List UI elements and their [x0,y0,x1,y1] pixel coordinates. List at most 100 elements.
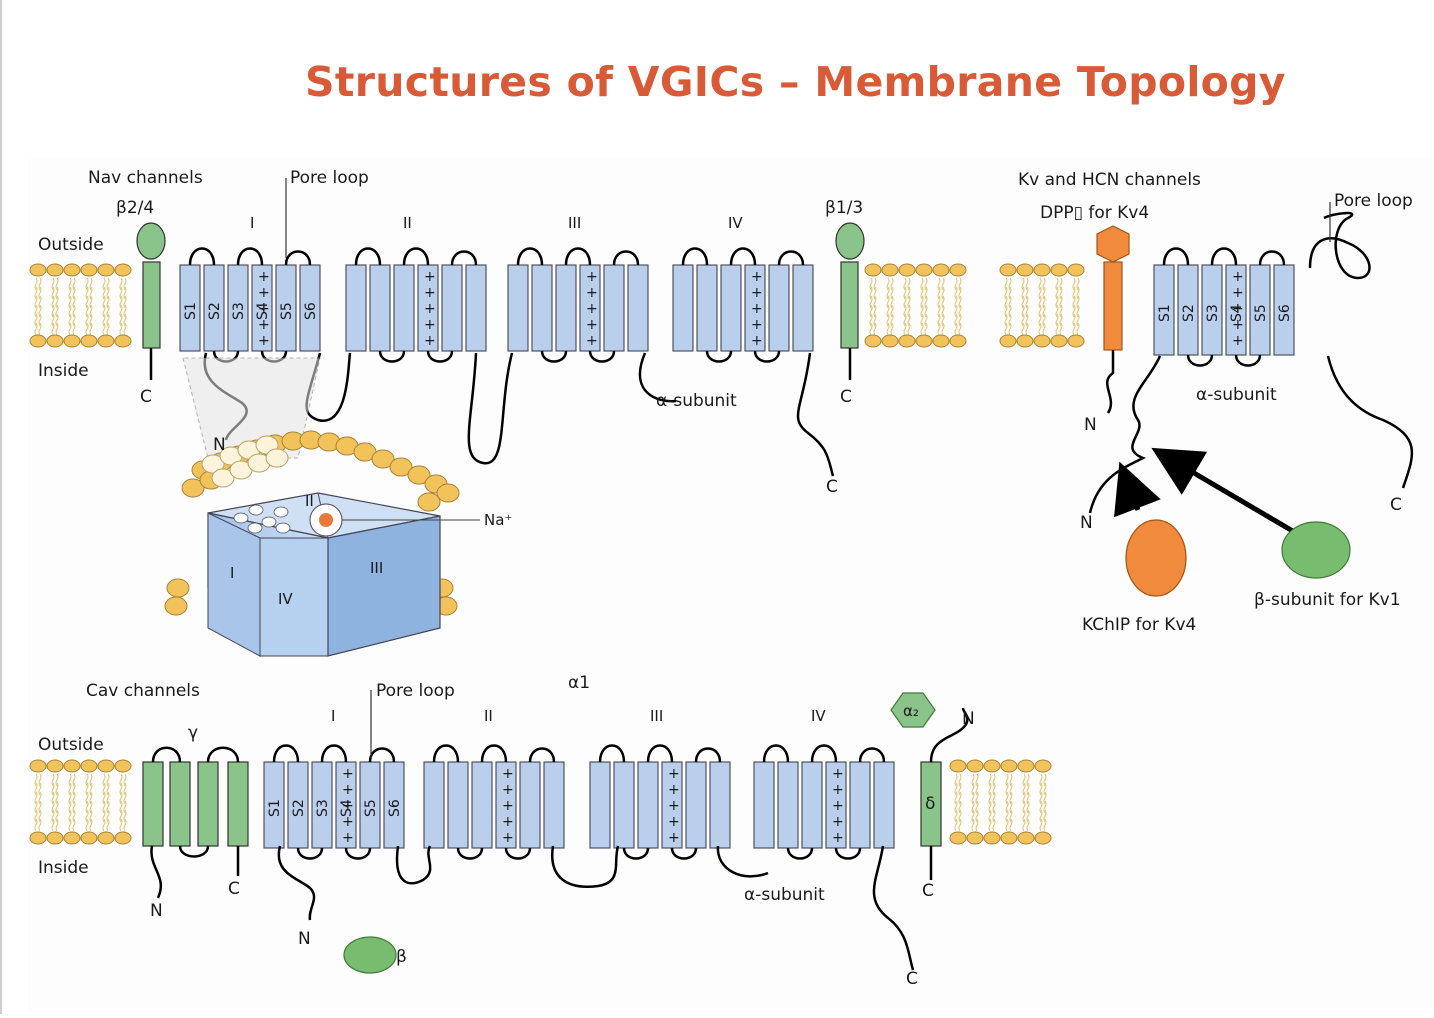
nav-lipid-tail [55,322,59,336]
nav-lipid-tail [920,313,924,327]
cav-domain-2-charge: + [502,814,514,830]
nav-lipid-tail [941,277,945,291]
nav-lipid-tail [51,277,55,291]
cav-lipid-tail [1043,773,1047,787]
kv-lipid-tail [1021,277,1025,291]
cav-lipid-tail [988,791,992,805]
nav-lipid-tail [89,313,93,327]
nav-domain-1-segment-label: S3 [231,302,247,320]
kchip-shape [1125,519,1187,597]
nav-lipid-tail [907,304,911,318]
nav-lipid-tail [55,277,59,291]
cav-lipid-tail [119,809,123,823]
cav-domain-3-charge: + [668,830,680,846]
cav-domain-2-segment [471,761,493,849]
cav-lipid-head [114,759,132,773]
kv-lipid-tail [1025,277,1029,291]
cav-lipid-tail [106,782,110,796]
kv-lipid-tail [1055,277,1059,291]
cav-lipid-tail [975,791,979,805]
nav-lipid-tail [954,322,958,336]
kv-lipid-tail [1072,313,1076,327]
cav-domain-3-extracellular-loop [598,744,626,763]
nav-domain-4-charge: + [751,301,763,317]
cav-lipid-tail [954,800,958,814]
nav-inside-label: Inside [38,361,89,381]
nav-lipid-tail [119,313,123,327]
nav-domain-4-segment [672,264,694,352]
kv-lipid-tail [1038,295,1042,309]
nav-domain-2-segment [369,264,391,352]
cav-lipid-tail [954,782,958,796]
cube-lipid-heads [164,430,460,616]
nav-lipid-tail [106,286,110,300]
cav-lipid-tail [55,809,59,823]
kv-lipid-tail [1042,277,1046,291]
cav-alpha-n-terminus: N [298,929,311,949]
nav-c-terminus-alpha: C [826,477,838,497]
cav-domain-i: I [331,707,335,725]
kv-lipid-head [1067,334,1085,348]
nav-lipid-tail [85,295,89,309]
nav-lipid-tail [89,286,93,300]
nav-lipid-tail [85,286,89,300]
cav-domain-4-segment [873,761,895,849]
nav-lipid-tail [68,322,72,336]
cav-lipid-tail [34,791,38,805]
kv-lipid-tail [1042,304,1046,318]
nav-lipid-head [881,263,899,277]
nav-loop-3-4 [638,352,677,403]
cav-domain-2-extracellular-loop [432,744,460,763]
cav-domain-4-charge: + [832,814,844,830]
nav-domain-3-charge: + [586,269,598,285]
cube-lipid-head-highlight [201,454,225,474]
cav-lipid-tail [85,800,89,814]
kv-lipid-head [1016,334,1034,348]
cube-lipid-head-highlight [265,448,289,468]
kv-lipid-tail [1004,295,1008,309]
cav-lipid-tail [51,809,55,823]
cav-lipid-tail [1039,800,1043,814]
kv-lipid-tail [1008,313,1012,327]
cav-lipid-tail [38,800,42,814]
nav-domain-1-charge: + [258,317,270,333]
nav-lipid-head [114,263,132,277]
cav-gamma-subunit [142,746,249,858]
nav-lipid-head [80,263,98,277]
nav-lipid-tail [51,286,55,300]
nav-lipid-tail [55,295,59,309]
nav-lipid-tail [123,322,127,336]
nav-pore-cube: Na⁺ II I III IV [164,430,512,658]
nav-lipid-tail [920,286,924,300]
nav-lipid-tail [123,295,127,309]
cav-lipid-tail [38,782,42,796]
nav-lipid-tail [89,295,93,309]
nav-lipid-tail [924,277,928,291]
nav-lipid-tail [869,304,873,318]
kv-lipid-tail [1008,304,1012,318]
nav-lipid-tail [886,313,890,327]
kv-charge: + [1232,269,1244,285]
nav-domain-1-extracellular-loop [188,247,216,266]
sodium-ion-label: Na⁺ [484,511,512,529]
cav-lipid-tail [68,809,72,823]
cav-lipid-tail [123,809,127,823]
nav-lipid-tail [85,277,89,291]
nav-domain-3-charge: + [586,333,598,349]
nav-domain-4-extracellular-loop [729,247,757,266]
nav-lipid-tail [907,277,911,291]
cav-domain-2-charge: + [502,798,514,814]
nav-domain-2-intracellular-loop [378,350,406,363]
kv-segment-label: S2 [1181,304,1197,322]
cav-lipid-tail [89,773,93,787]
nav-c-terminus-left: C [140,387,152,407]
cav-domain-3-segment [589,761,611,849]
nav-domain-1-charge: + [258,333,270,349]
nav-lipid-tail [937,295,941,309]
kv-beta-shape [1281,521,1351,579]
nav-domain-3-intracellular-loop [540,350,568,363]
nav-domain-2-charge: + [424,333,436,349]
nav-lipid-head [932,334,950,348]
nav-domain-3-charge: + [586,317,598,333]
